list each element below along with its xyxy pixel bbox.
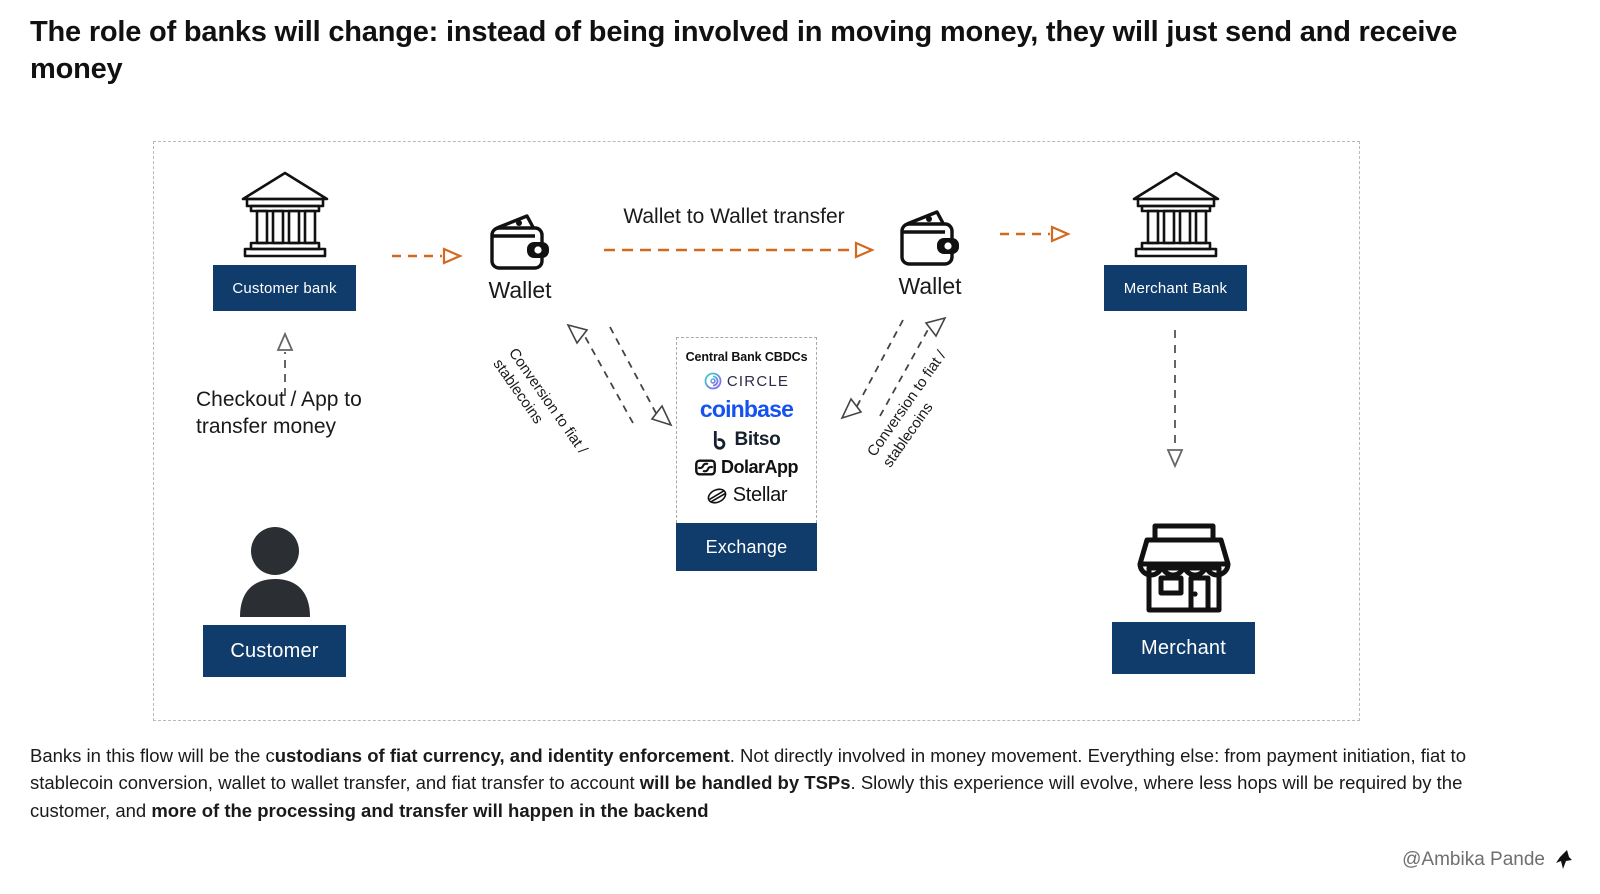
merchant-bank-down-arrow [1166, 330, 1184, 469]
page-title: The role of banks will change: instead o… [30, 16, 1458, 85]
footer: @Ambika Pande [1402, 848, 1574, 872]
provider-dolarapp[interactable]: DolarApp [683, 457, 810, 478]
exchange-provider-list: Central Bank CBDCs CIRCLE coinbase Bi [676, 337, 817, 523]
caption: Banks in this flow will be the custodian… [30, 742, 1480, 824]
provider-stellar[interactable]: Stellar [683, 484, 810, 507]
wallet-icon [900, 210, 959, 266]
caption-part-3: . Slowly this experience will evolve, wh… [30, 772, 1463, 821]
customer-node: Customer [203, 525, 346, 677]
wallet-icon [490, 214, 549, 270]
provider-circle-label: CIRCLE [726, 372, 790, 390]
bank-icon [241, 171, 328, 258]
wallet-right-label: Wallet [898, 273, 962, 299]
bank-icon [1132, 171, 1219, 258]
person-icon [239, 527, 310, 617]
footer-handle: @Ambika Pande [1402, 849, 1545, 870]
provider-stellar-label: Stellar [732, 484, 788, 506]
wallet-right-node: Wallet [875, 208, 985, 300]
provider-dolarapp-label: DolarApp [721, 457, 799, 477]
checkout-arrow [276, 331, 294, 396]
wallet-left-node: Wallet [465, 212, 575, 304]
wallet-to-merchant-bank-arrow [1000, 225, 1071, 243]
conversion-right-group: Conversion to fiat / stablecoins [828, 298, 1008, 478]
caption-part-1: Banks in this flow will be the c [30, 745, 275, 766]
merchant-bank-node: Merchant Bank [1104, 165, 1247, 311]
caption-bold-2: will be handled by TSPs [639, 772, 851, 794]
conversion-left-arrows [566, 323, 673, 427]
merchant-node: Merchant [1112, 520, 1255, 674]
exchange-node: Central Bank CBDCs CIRCLE coinbase Bi [676, 337, 817, 571]
customer-bank-node: Customer bank [213, 165, 356, 311]
provider-bitso-label: Bitso [734, 429, 781, 450]
wallet-transfer-arrow [604, 241, 875, 259]
customer-label: Customer [203, 625, 346, 677]
circle-logo-icon [704, 372, 722, 390]
conversion-left-group: Conversion to fiat / stablecoins [490, 305, 685, 485]
merchant-label: Merchant [1112, 622, 1255, 674]
caption-bold-1: ustodians of fiat currency, and identity… [274, 745, 730, 766]
provider-bitso[interactable]: Bitso [683, 429, 810, 451]
stellar-logo-icon [707, 487, 727, 504]
dolarapp-logo-icon [695, 459, 716, 476]
customer-bank-label: Customer bank [213, 265, 356, 311]
bitso-logo-icon [714, 430, 726, 450]
wallet-transfer-label: Wallet to Wallet transfer [623, 205, 845, 228]
caption-bold-3: more of the processing and transfer will… [151, 799, 709, 821]
wallet-left-label: Wallet [488, 277, 552, 303]
diagram-frame [153, 141, 1360, 721]
exchange-label: Exchange [676, 523, 817, 571]
coinbase-logo-icon: coinbase [699, 396, 794, 422]
provider-coinbase[interactable]: coinbase [683, 396, 810, 423]
caption-part-2: . Not directly involved in money movemen… [30, 745, 1466, 794]
storefront-icon [1137, 523, 1230, 613]
conversion-right-arrows [840, 316, 947, 420]
exchange-heading: Central Bank CBDCs [685, 350, 808, 364]
checkout-label: Checkout / App to transfer money [196, 388, 362, 438]
bank-to-wallet-arrow [392, 247, 463, 265]
merchant-bank-label: Merchant Bank [1104, 265, 1247, 311]
provider-circle[interactable]: CIRCLE [683, 372, 810, 390]
bird-logo-icon [1556, 850, 1572, 869]
